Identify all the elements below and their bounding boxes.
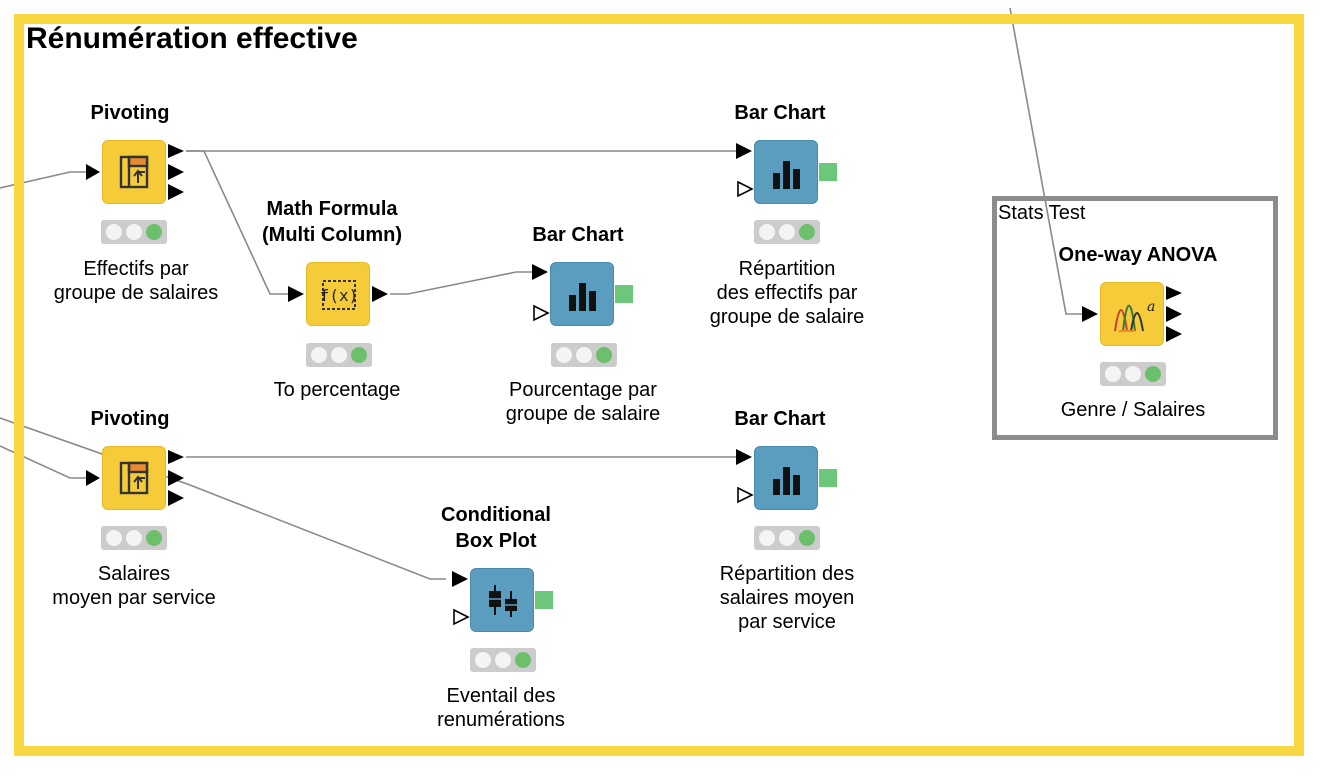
node-title: Bar Chart [734, 408, 826, 430]
node-body[interactable] [550, 262, 614, 326]
metanode-title: Stats Test [998, 202, 1086, 224]
view-port[interactable] [819, 163, 837, 181]
status-lights [470, 648, 536, 672]
node-label: Eventail des renumérations [437, 685, 565, 731]
node-body[interactable] [102, 446, 166, 510]
annotation-title: Rénumération effective [26, 22, 358, 55]
node-title: Bar Chart [734, 102, 826, 124]
node-label: Répartition des salaires moyen par servi… [719, 563, 855, 633]
node-title: Conditional Box Plot [441, 504, 551, 552]
node-label: Salaires moyen par service [52, 563, 216, 609]
svg-text:f(x): f(x) [320, 286, 359, 305]
node-body[interactable] [754, 140, 818, 204]
view-port[interactable] [819, 469, 837, 487]
node-body[interactable]: a [1100, 282, 1164, 346]
connection-pivoting1-math[interactable] [186, 150, 288, 295]
anova-icon: a [1114, 299, 1155, 332]
status-lights [754, 220, 820, 244]
node-label: Pourcentage par groupe de salaire [505, 379, 661, 425]
node-body[interactable] [754, 446, 818, 510]
connection-in-pivoting2-a[interactable] [0, 417, 446, 580]
math-formula-icon: f(x) [320, 280, 359, 310]
svg-text:a: a [1147, 299, 1155, 315]
status-lights [101, 526, 167, 550]
node-title: Pivoting [90, 408, 170, 430]
pivot-icon [119, 461, 149, 495]
bar-chart-icon [773, 161, 800, 189]
status-lights [306, 343, 372, 367]
view-port[interactable] [615, 285, 633, 303]
node-label: Effectifs par groupe de salaires [54, 257, 219, 305]
status-lights [101, 220, 167, 244]
status-lights [551, 343, 617, 367]
status-lights [1100, 362, 1166, 386]
node-body[interactable]: f(x) [306, 262, 370, 326]
status-lights [754, 526, 820, 550]
node-label: To percentage [273, 379, 401, 401]
node-title: Pivoting [90, 102, 170, 124]
connection-math-bar1[interactable] [390, 271, 532, 295]
node-label: Genre / Salaires [1060, 399, 1206, 421]
bar-chart-icon [569, 283, 596, 311]
pivot-icon [119, 155, 149, 189]
metanode-frame[interactable] [992, 196, 1278, 440]
node-body[interactable] [470, 568, 534, 632]
node-title: Bar Chart [532, 224, 624, 246]
node-title: Math Formula (Multi Column) [262, 198, 402, 246]
node-body[interactable] [102, 140, 166, 204]
node-label-text: Effectifs par groupe de salaires [53, 258, 219, 304]
node-title: One-way ANOVA [1058, 244, 1218, 266]
connection-in-anova[interactable] [1009, 7, 1082, 315]
workflow-annotation[interactable] [14, 14, 1304, 756]
node-label: Répartition des effectifs par groupe de … [709, 258, 865, 328]
box-plot-icon [489, 585, 517, 617]
bar-chart-icon [773, 467, 800, 495]
view-port[interactable] [535, 591, 553, 609]
